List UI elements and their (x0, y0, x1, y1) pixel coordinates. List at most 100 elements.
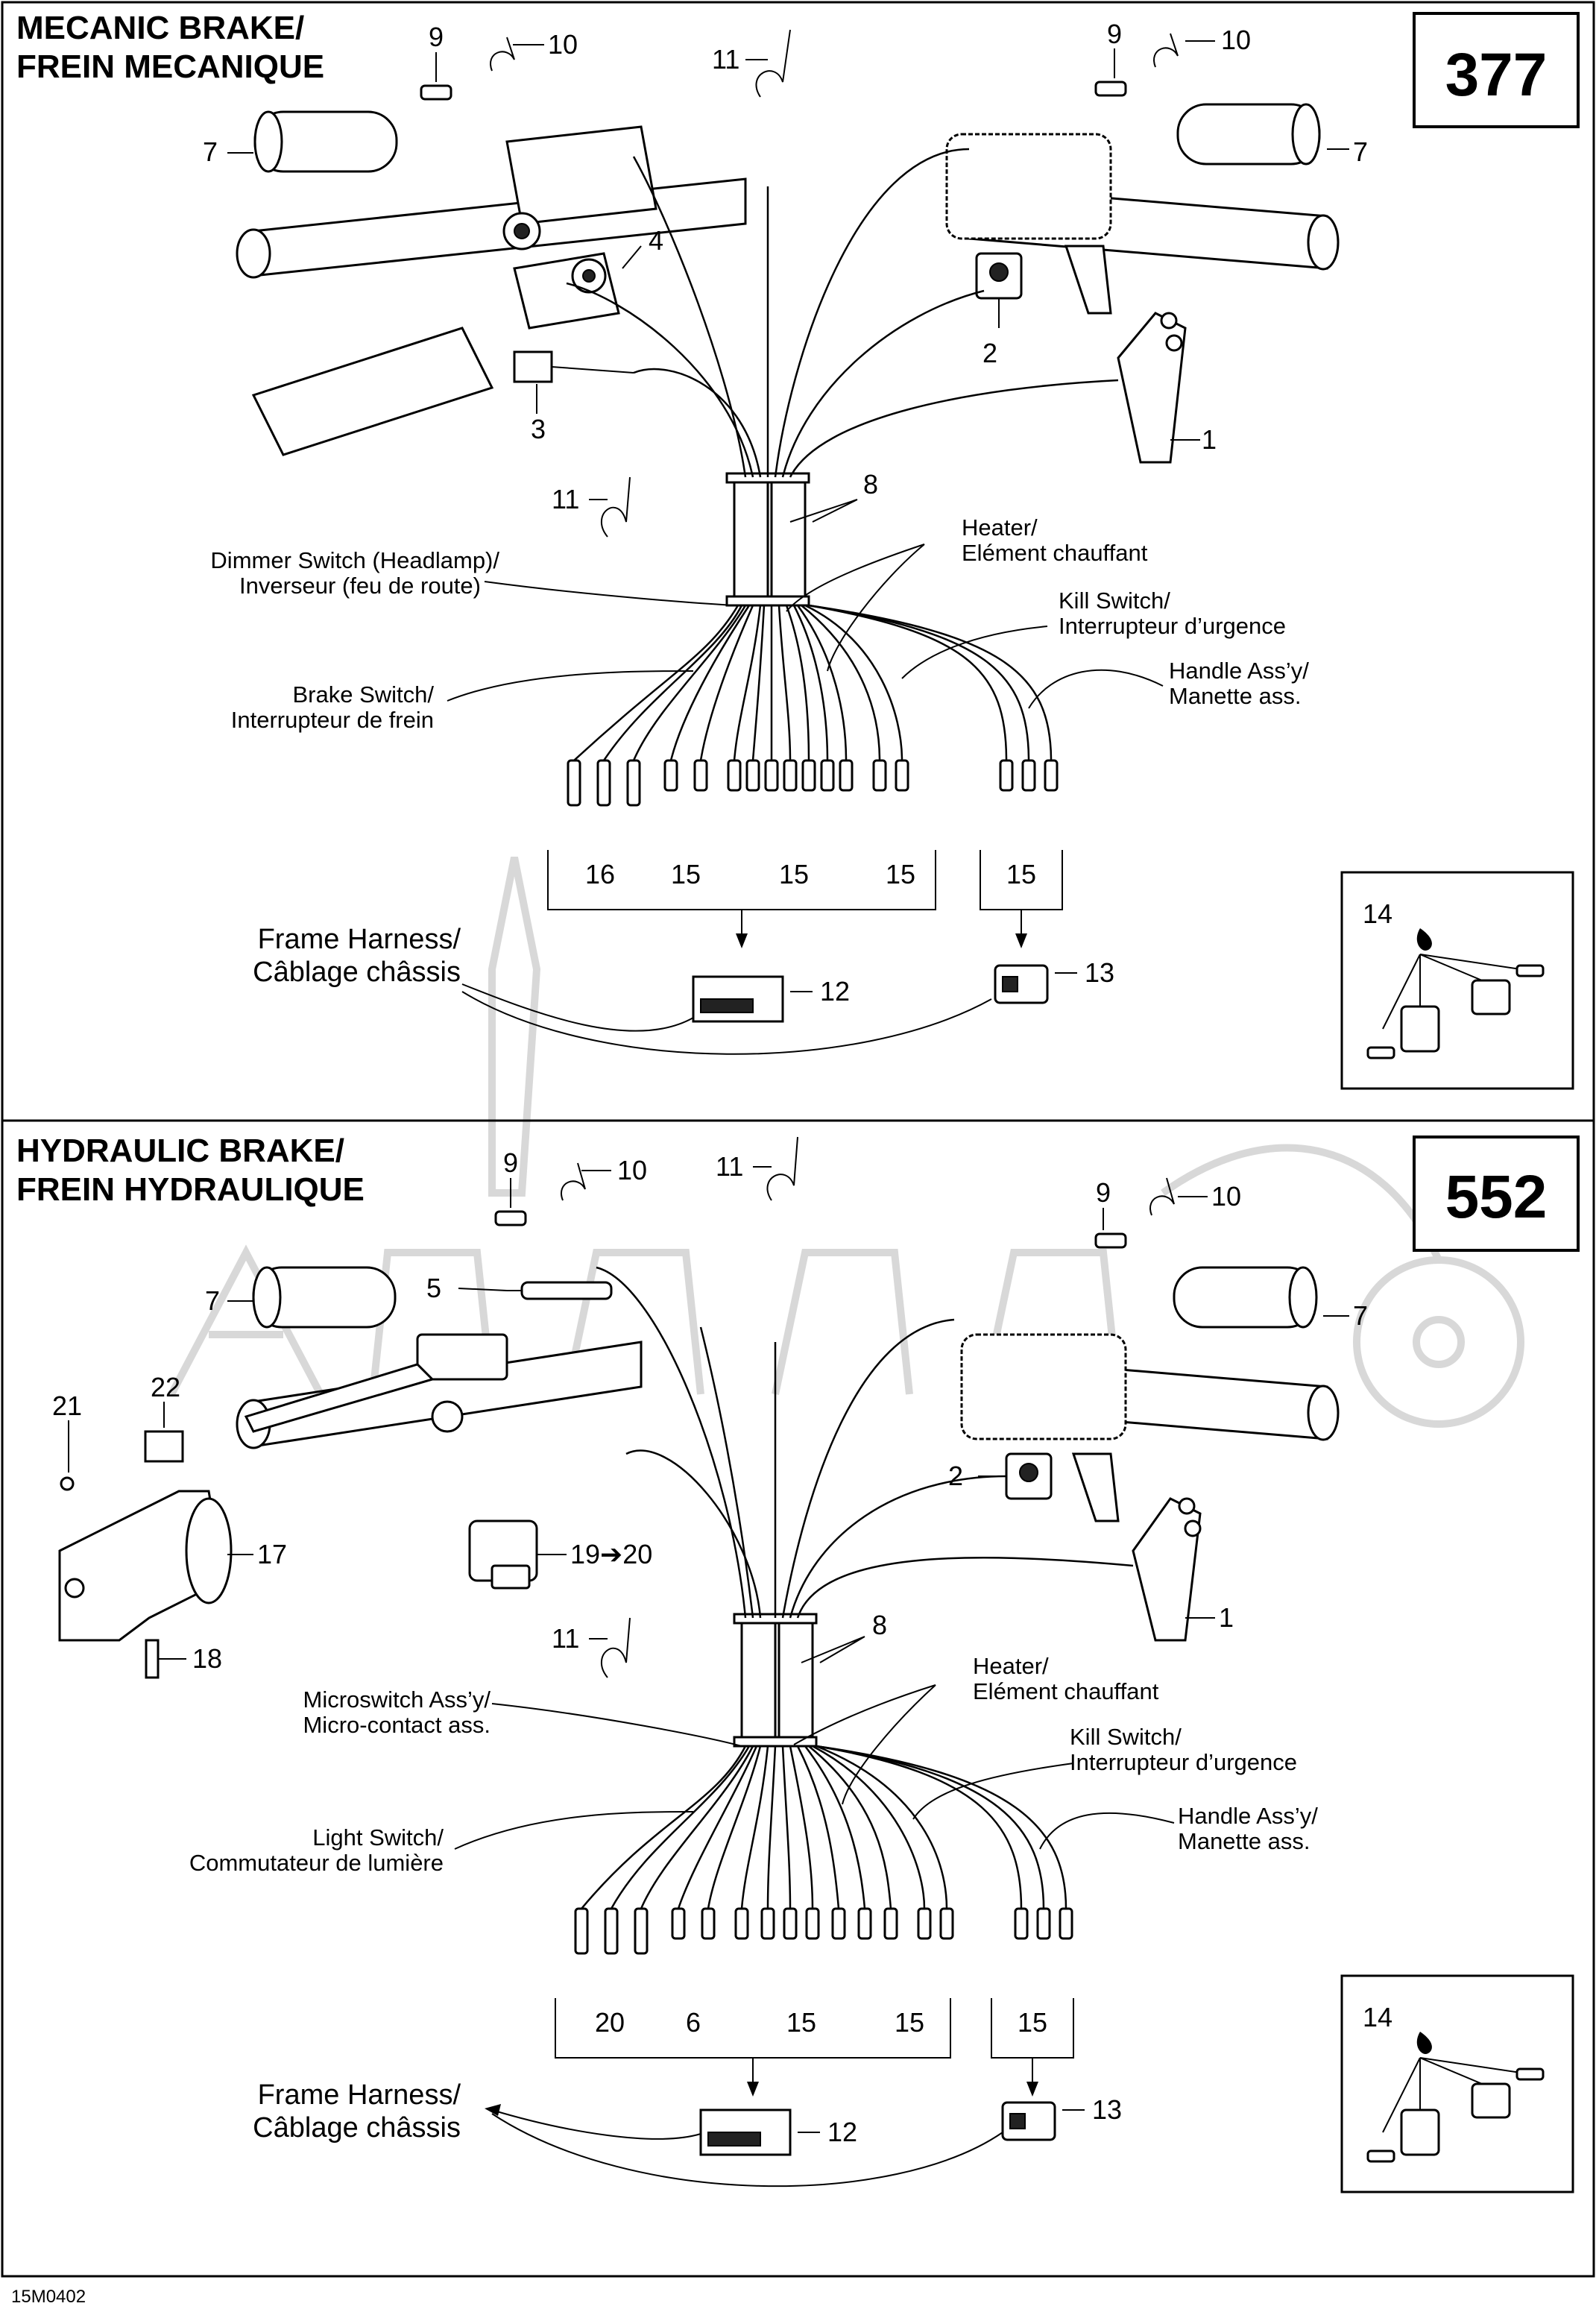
top-label-11-mid: 11 (552, 484, 579, 514)
bottom-handle-fr: Manette ass. (1178, 1828, 1310, 1854)
top-drop-icon (1416, 928, 1432, 951)
bottom-drop-icon (1416, 2032, 1432, 2054)
bottom-label-11-top: 11 (716, 1151, 743, 1182)
bottom-label-10-left: 10 (617, 1155, 647, 1185)
item-18-setscrew (145, 1639, 160, 1679)
bottom-handle-en: Handle Ass’y/ (1178, 1803, 1318, 1829)
top-label-13: 13 (1085, 957, 1114, 988)
top-title-line1: MECANIC BRAKE/ (16, 10, 304, 46)
bottom-left-handlebar-assembly (236, 1333, 643, 1449)
top-label-10-left: 10 (548, 29, 578, 60)
bottom-label-5: 5 (426, 1273, 441, 1303)
bottom-frame-harness-leader-b (491, 2113, 1003, 2188)
top-label-2: 2 (982, 338, 997, 368)
left-handlebar-assembly (236, 125, 747, 279)
harness-bundle (566, 148, 1119, 607)
item-11-tie-top (755, 29, 791, 98)
bottom-inset-leaders (1382, 2057, 1521, 2133)
bottom-label-21: 21 (52, 1390, 82, 1421)
top-label-leaders (227, 40, 1349, 992)
top-label-8: 8 (863, 469, 878, 500)
item-11-tie-mid (600, 476, 631, 538)
bottom-micro-en: Microswitch Ass’y/ (303, 1686, 491, 1713)
bottom-section: HYDRAULIC BRAKE/ FREIN HYDRAULIQUE 552 (16, 1133, 1580, 2193)
top-group-16: 16 (585, 859, 615, 889)
bottom-light-fr: Commutateur de lumière (189, 1850, 444, 1876)
bottom-title-line2: FREIN HYDRAULIQUE (16, 1171, 365, 1208)
bottom-label-8: 8 (872, 1610, 887, 1640)
bottom-terminal-pins (574, 1907, 1073, 1955)
top-dimmer-fr: Inverseur (feu de route) (239, 573, 481, 599)
top-label-10-right: 10 (1221, 25, 1251, 55)
item-10-tie-left (490, 37, 515, 72)
top-label-11-top: 11 (712, 44, 739, 75)
bottom-item-9-sleeve-left (494, 1210, 527, 1226)
bottom-model-number: 552 (1445, 1163, 1548, 1231)
figure-code: 15M0402 (11, 2287, 86, 2307)
bottom-label-18: 18 (192, 1643, 222, 1674)
bottom-label-11-mid: 11 (552, 1623, 579, 1654)
bottom-item-1-bracket (1132, 1497, 1202, 1642)
item-5-sensor (507, 1281, 613, 1300)
top-group-15-d: 15 (1006, 859, 1036, 889)
top-inset-connector-b (1471, 979, 1511, 1015)
bottom-label-1: 1 (1219, 1602, 1234, 1633)
left-grip (253, 110, 398, 173)
top-brake-fr: Interrupteur de frein (231, 707, 434, 733)
bottom-label-22: 22 (151, 1372, 180, 1402)
bottom-item-10-tie-left (561, 1162, 586, 1201)
top-frame-en: Frame Harness/ (258, 924, 461, 955)
top-inset-leaders (1382, 954, 1521, 1030)
top-label-9-right: 9 (1107, 19, 1122, 49)
bottom-group-20: 20 (595, 2007, 625, 2038)
item-9-sleeve-right (1094, 81, 1127, 97)
bottom-item-10-tie-right (1149, 1177, 1175, 1216)
bottom-label-17: 17 (257, 1539, 287, 1569)
wire-branches (573, 604, 1053, 761)
top-brake-en: Brake Switch/ (292, 681, 434, 708)
bottom-label-leaders (68, 1166, 1349, 2133)
top-label-4: 4 (649, 225, 663, 256)
right-grip (1176, 103, 1321, 166)
bottom-right-grip (1173, 1266, 1318, 1329)
item-17-housing (58, 1490, 233, 1642)
top-handle-en: Handle Ass’y/ (1169, 658, 1309, 684)
bottom-label-12: 12 (827, 2117, 857, 2147)
item-10-tie-right (1153, 33, 1179, 68)
top-label-7-left: 7 (203, 136, 218, 167)
item-19-switch (468, 1519, 538, 1590)
bottom-item-11-tie-top (766, 1136, 798, 1201)
top-label-14: 14 (1363, 898, 1392, 929)
top-kill-fr: Interrupteur d’urgence (1059, 613, 1286, 639)
bottom-inset-pin-a (1366, 2149, 1395, 2163)
bottom-label-7-left: 7 (205, 1285, 220, 1316)
bottom-group-15-a: 15 (786, 2007, 816, 2038)
top-label-7-right: 7 (1353, 136, 1368, 167)
bottom-wire-branches (581, 1745, 1067, 1909)
bottom-left-grip (252, 1266, 397, 1329)
bottom-inset-connector-b (1471, 2082, 1511, 2119)
top-label-9-left: 9 (429, 22, 444, 52)
top-frame-fr: Câblage châssis (253, 957, 461, 988)
bottom-group-15-b: 15 (895, 2007, 924, 2038)
bottom-label-9-right: 9 (1096, 1177, 1111, 1208)
bottom-group-15-c: 15 (1018, 2007, 1047, 2038)
top-label-12: 12 (820, 976, 850, 1007)
bottom-heater-fr: Elément chauffant (973, 1678, 1159, 1704)
top-heater-en: Heater/ (962, 514, 1038, 541)
bottom-model-box (1413, 1136, 1580, 1252)
top-handle-fr: Manette ass. (1169, 683, 1301, 709)
bottom-title-line1: HYDRAULIC BRAKE/ (16, 1133, 344, 1169)
top-dimmer-en: Dimmer Switch (Headlamp)/ (210, 547, 499, 573)
bottom-inset-pin-b (1515, 2067, 1545, 2081)
bottom-frame-fr: Câblage châssis (253, 2112, 461, 2144)
top-model-number: 377 (1445, 41, 1548, 109)
bottom-label-2: 2 (948, 1461, 963, 1491)
bottom-kill-en: Kill Switch/ (1070, 1724, 1182, 1750)
bottom-label-13: 13 (1092, 2094, 1122, 2125)
bottom-light-en: Light Switch/ (312, 1824, 444, 1851)
bottom-item-9-sleeve-right (1094, 1232, 1127, 1249)
frame-harness-leader-b (461, 991, 992, 1055)
